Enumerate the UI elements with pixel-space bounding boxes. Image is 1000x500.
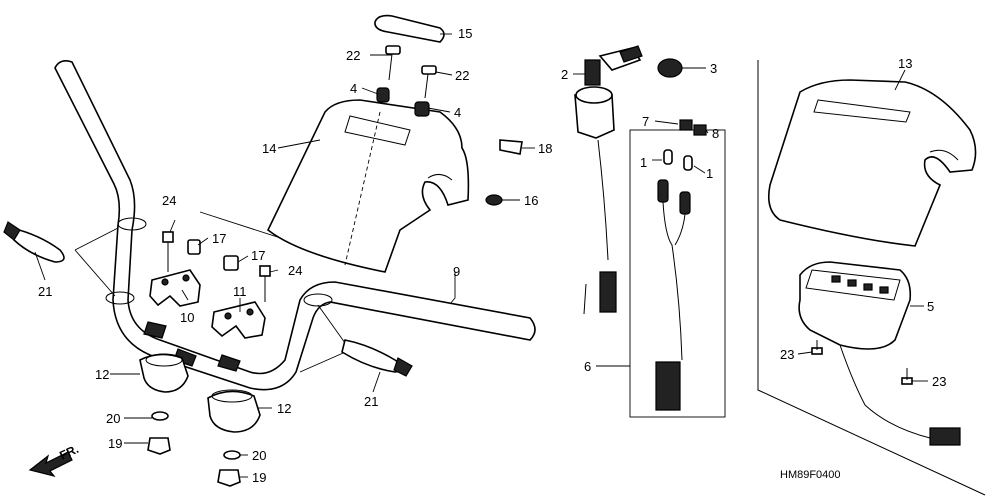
indicator-assembly-frame	[629, 129, 726, 418]
cover-15	[374, 14, 445, 43]
callout-22-a: 22	[346, 48, 360, 63]
screw-23-b	[901, 368, 913, 385]
upper-holder-10	[149, 269, 201, 307]
meter-cover-13	[767, 79, 977, 247]
bolt-24-left	[162, 231, 174, 272]
nut-16	[485, 194, 503, 206]
collar-17-a	[187, 239, 201, 255]
callout-23-a: 23	[780, 347, 794, 362]
front-direction-arrow: FR.	[28, 442, 81, 478]
collar-17-b	[223, 255, 239, 271]
bulb-1-b	[683, 155, 693, 171]
screw-23-a	[811, 340, 823, 355]
callout-14: 14	[262, 141, 276, 156]
callout-13: 13	[898, 56, 912, 71]
screw-22-a	[385, 45, 401, 81]
bulb-1-a	[663, 149, 673, 165]
meter-assembly-5	[798, 261, 961, 446]
callout-6: 6	[584, 359, 591, 374]
callout-7: 7	[642, 114, 649, 129]
diagram-code: HM89F0400	[780, 469, 841, 481]
callout-1-b: 1	[706, 166, 713, 181]
upper-holder-11	[211, 301, 266, 339]
washer-20-a	[151, 411, 169, 421]
callout-3: 3	[710, 61, 717, 76]
rubber-4-b	[414, 101, 430, 117]
callout-18: 18	[538, 141, 552, 156]
rubber-4-a	[376, 87, 390, 103]
bolt-24-right	[259, 265, 271, 302]
handle-cover-14	[266, 99, 470, 273]
callout-11: 11	[233, 284, 247, 299]
screw-22-b	[421, 65, 437, 99]
callout-2: 2	[561, 67, 568, 82]
band-right	[341, 339, 413, 377]
nut-19-a	[147, 437, 171, 455]
ignition-switch-2	[574, 45, 643, 315]
callout-4-b: 4	[454, 105, 461, 120]
indicator-harness-6	[655, 179, 691, 411]
callout-20-a: 20	[106, 411, 120, 426]
cap-3	[657, 58, 683, 78]
callout-12-a: 12	[95, 367, 109, 382]
callout-12-b: 12	[277, 401, 291, 416]
callout-23-b: 23	[932, 374, 946, 389]
callout-19-a: 19	[108, 436, 122, 451]
clip-18	[499, 139, 523, 155]
callout-24-a: 24	[162, 193, 176, 208]
callout-10: 10	[180, 310, 194, 325]
callout-24-b: 24	[288, 263, 302, 278]
callout-15: 15	[458, 26, 472, 41]
callout-16: 16	[524, 193, 538, 208]
callout-9: 9	[453, 264, 460, 279]
callout-17-b: 17	[251, 248, 265, 263]
fr-label: FR.	[57, 442, 80, 463]
callout-17-a: 17	[212, 231, 226, 246]
callout-19-b: 19	[252, 470, 266, 485]
callout-5: 5	[927, 299, 934, 314]
callout-22-b: 22	[455, 68, 469, 83]
washer-20-b	[223, 450, 241, 460]
nut-19-b	[217, 469, 241, 487]
callout-8: 8	[712, 126, 719, 141]
callout-21-a: 21	[38, 284, 52, 299]
grommet-7	[679, 119, 693, 131]
grommet-8	[693, 124, 707, 136]
callout-20-b: 20	[252, 448, 266, 463]
callout-1-a: 1	[640, 155, 647, 170]
lower-holder-12-left	[139, 353, 189, 393]
band-left	[3, 221, 65, 263]
lower-holder-12-right	[207, 389, 261, 433]
callout-4-a: 4	[350, 81, 357, 96]
callout-21-b: 21	[364, 394, 378, 409]
